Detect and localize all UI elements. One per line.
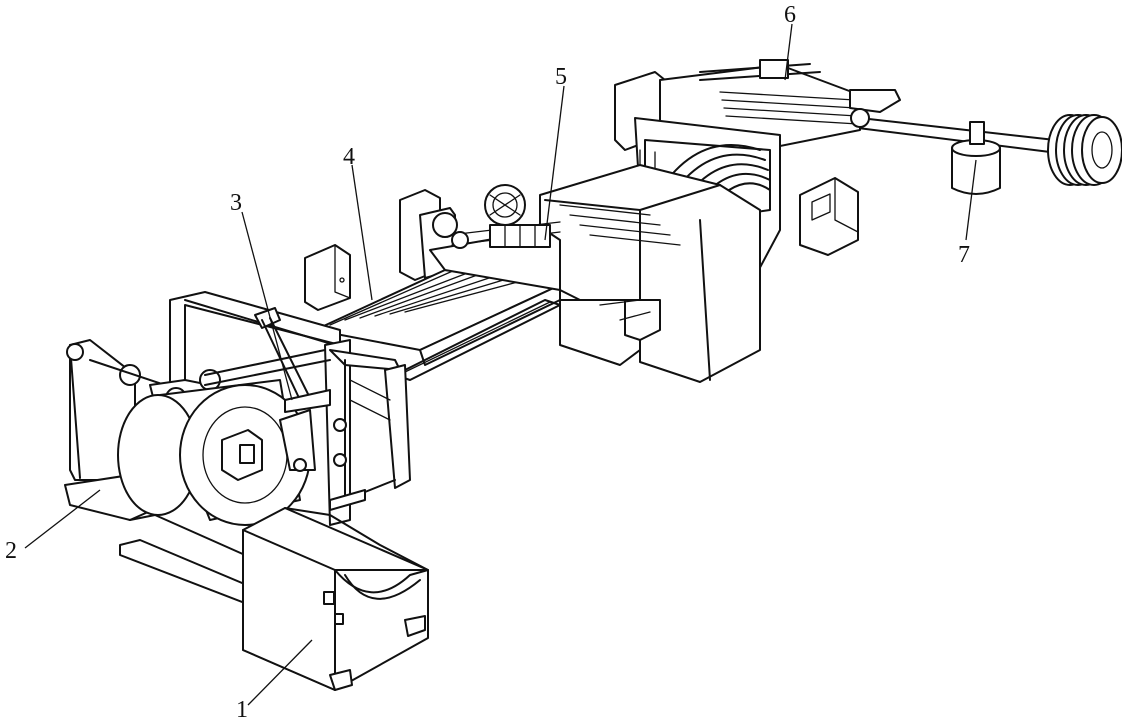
recoiler-coil-stack [1047,114,1122,186]
leader-4 [351,164,373,301]
leader-7 [965,159,977,241]
leader-5 [544,85,565,241]
label-5: 5 [555,64,567,90]
leader-6 [784,23,793,81]
knife-wheel [484,184,526,226]
label-1: 1 [236,697,248,719]
label-3: 3 [230,190,242,216]
label-2: 2 [5,538,17,564]
leader-2 [24,489,101,549]
steel-coil [117,379,311,526]
leader-3 [241,211,293,401]
coil-car [242,507,429,691]
scrap-bucket [951,121,1001,195]
control-cabinet-left [304,244,351,311]
callout-labels: 1 2 3 4 5 6 7 [5,2,970,719]
slitter-housing [539,164,761,383]
label-7: 7 [958,242,970,268]
entry-table [314,212,561,381]
leader-1 [247,639,313,706]
feeding-frame [169,291,411,526]
control-cabinet-right [799,177,859,256]
leader-lines [24,23,977,706]
label-6: 6 [784,2,796,28]
recoiler-assembly [857,114,1122,195]
label-4: 4 [343,144,355,170]
strip-guide [204,307,331,472]
